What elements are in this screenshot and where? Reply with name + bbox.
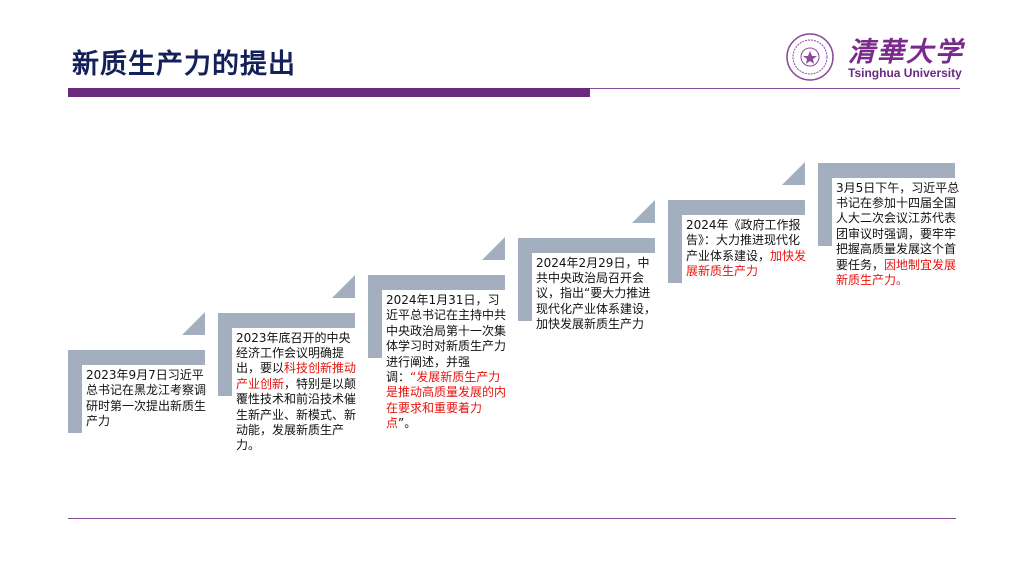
body-text: 2024年1月31日，习近平总书记在主持中共中央政治局第十一次集体学习时对新质生… (386, 293, 507, 385)
step-text: 2024年2月29日，中共中央政治局召开会议，指出“要大力推进现代化产业体系建设… (536, 256, 661, 333)
body-text: 2024年2月29日，中共中央政治局召开会议，指出“要大力推进现代化产业体系建设… (536, 255, 657, 332)
page-title: 新质生产力的提出 (72, 49, 296, 80)
step-top-bar (668, 200, 805, 215)
highlight-text: 加快发展新质生产力 (686, 248, 807, 279)
step-arrow-triangle (182, 312, 205, 335)
body-text: 3月5日下午，习近平总书记在参加十四届全国人大二次会议江苏代表团审议时强调，要牢… (836, 180, 960, 272)
step-top-bar (68, 350, 205, 365)
footer-divider (68, 518, 956, 519)
step-arrow-triangle (632, 199, 655, 223)
step-side-bar (368, 275, 382, 358)
body-text: ”。 (398, 416, 417, 431)
body-text: 2024年《政府工作报告》：大力推进现代化产业体系建设， (686, 218, 801, 263)
step-side-bar (818, 162, 832, 246)
step-text: 2023年9月7日习近平总书记在黑龙江考察调研时第一次提出新质生产力 (86, 368, 211, 430)
step-side-bar (68, 350, 82, 433)
step-side-bar (668, 200, 682, 283)
highlight-text: 因地制宜发展新质生产力。 (836, 257, 957, 287)
step-text: 3月5日下午，习近平总书记在参加十四届全国人大二次会议江苏代表团审议时强调，要牢… (836, 181, 961, 289)
body-text: ，特别是以颠覆性技术和前沿技术催生新产业、新模式、新动能，发展新质生产力。 (236, 376, 357, 453)
step-arrow-triangle (782, 162, 805, 185)
step-top-bar (368, 275, 505, 290)
step-top-bar (218, 312, 355, 328)
step-side-bar (218, 312, 232, 396)
step-text: 2023年底召开的中央经济工作会议明确提出，要以科技创新推动产业创新，特别是以颠… (236, 331, 361, 454)
logo-english-text: Tsinghua University (848, 66, 962, 80)
step-text: 2024年1月31日，习近平总书记在主持中共中央政治局第十一次集体学习时对新质生… (386, 293, 511, 432)
step-arrow-triangle (332, 274, 355, 298)
highlight-text: 科技创新推动产业创新 (236, 361, 357, 391)
highlight-text: “发展新质生产力是推动高质量发展的内在要求和重要着力点 (386, 370, 507, 431)
step-arrow-triangle (482, 237, 505, 260)
tsinghua-logo: 清華大学 Tsinghua University (780, 32, 965, 82)
body-text: 2023年底召开的中央经济工作会议明确提出，要以 (236, 330, 351, 376)
logo-chinese-text: 清華大学 (848, 37, 964, 68)
header-divider (590, 88, 960, 89)
body-text: 2023年9月7日习近平总书记在黑龙江考察调研时第一次提出新质生产力 (86, 368, 207, 429)
header-accent-bar (68, 88, 590, 97)
step-top-bar (518, 237, 655, 253)
step-side-bar (518, 237, 532, 321)
step-text: 2024年《政府工作报告》：大力推进现代化产业体系建设，加快发展新质生产力 (686, 218, 811, 280)
step-top-bar (818, 162, 955, 178)
university-seal-icon (786, 33, 834, 81)
